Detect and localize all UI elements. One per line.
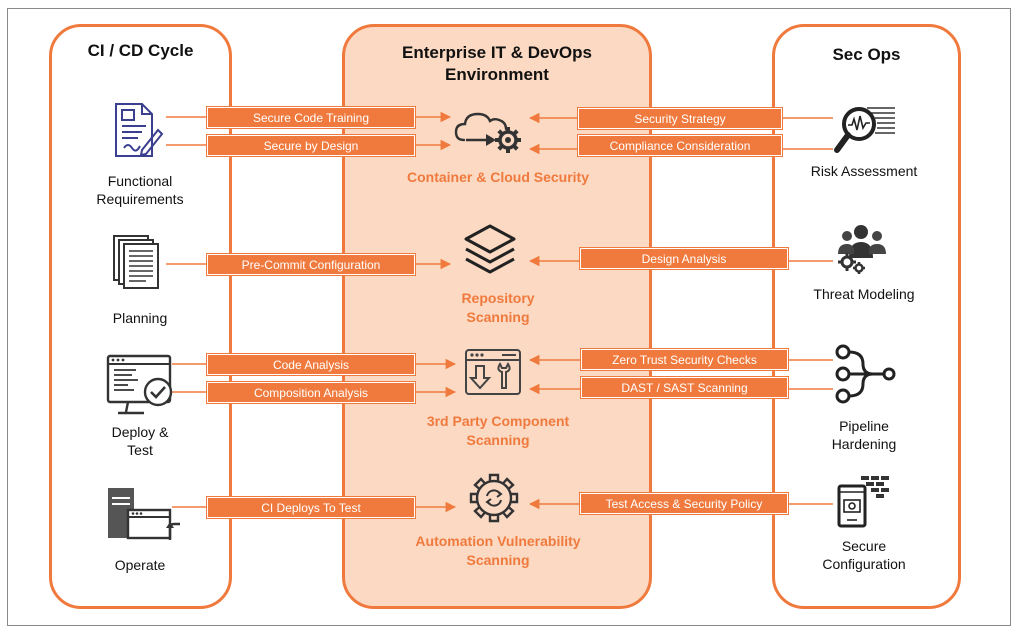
- functional-requirements-label: Functional Requirements: [96, 173, 184, 207]
- flow-security-strategy: Security Strategy: [578, 108, 782, 129]
- diagram-frame: [7, 8, 1011, 626]
- people-gears-icon: [838, 225, 886, 274]
- flow-pre-commit-configuration: Pre-Commit Configuration: [207, 254, 415, 275]
- deploy-test-label: Deploy & Test: [111, 424, 169, 458]
- layers-icon: [464, 224, 516, 274]
- flow-secure-by-design: Secure by Design: [207, 135, 415, 156]
- pipeline-branch-icon: [835, 344, 896, 404]
- flow-secure-code-training: Secure Code Training: [207, 107, 415, 128]
- flow-zero-trust-security-checks: Zero Trust Security Checks: [581, 349, 788, 370]
- enterprise-it-devops-title: Enterprise IT & DevOps Environment: [402, 43, 592, 84]
- requirements-document-icon: [115, 103, 164, 157]
- flow-test-access-security-policy: Test Access & Security Policy: [580, 493, 788, 514]
- sec-ops-title: Sec Ops: [832, 45, 901, 64]
- risk-assessment-label: Risk Assessment: [810, 163, 918, 179]
- monitor-check-icon: [106, 354, 173, 415]
- secure-configuration-label: Secure Configuration: [822, 538, 906, 572]
- threat-modeling-label: Threat Modeling: [813, 286, 915, 302]
- component-scanning-label: 3rd Party Component Scanning: [426, 413, 570, 448]
- window-tools-icon: [465, 349, 521, 395]
- magnifier-chart-icon: [834, 107, 895, 153]
- automation-vulnerability-scanning-label: Automation Vulnerability Scanning: [415, 533, 581, 568]
- flow-design-analysis: Design Analysis: [580, 248, 788, 269]
- flow-code-analysis: Code Analysis: [207, 354, 415, 375]
- flow-dast-sast-scanning: DAST / SAST Scanning: [581, 377, 788, 398]
- pipeline-hardening-label: Pipeline Hardening: [831, 418, 897, 452]
- tablet-firewall-icon: [837, 476, 889, 528]
- gear-refresh-icon: [469, 473, 519, 523]
- document-stack-icon: [113, 235, 159, 289]
- container-cloud-security-label: Container & Cloud Security: [406, 169, 590, 185]
- flow-ci-deploys-to-test: CI Deploys To Test: [207, 497, 415, 518]
- planning-label: Planning: [112, 310, 168, 326]
- cloud-gear-icon: [454, 112, 521, 153]
- ci-cd-cycle-title: CI / CD Cycle: [87, 41, 194, 60]
- operate-label: Operate: [114, 557, 166, 573]
- repository-scanning-label: Repository Scanning: [461, 290, 535, 325]
- flow-composition-analysis: Composition Analysis: [207, 382, 415, 403]
- server-window-icon: [108, 488, 180, 540]
- flow-compliance-consideration: Compliance Consideration: [578, 135, 782, 156]
